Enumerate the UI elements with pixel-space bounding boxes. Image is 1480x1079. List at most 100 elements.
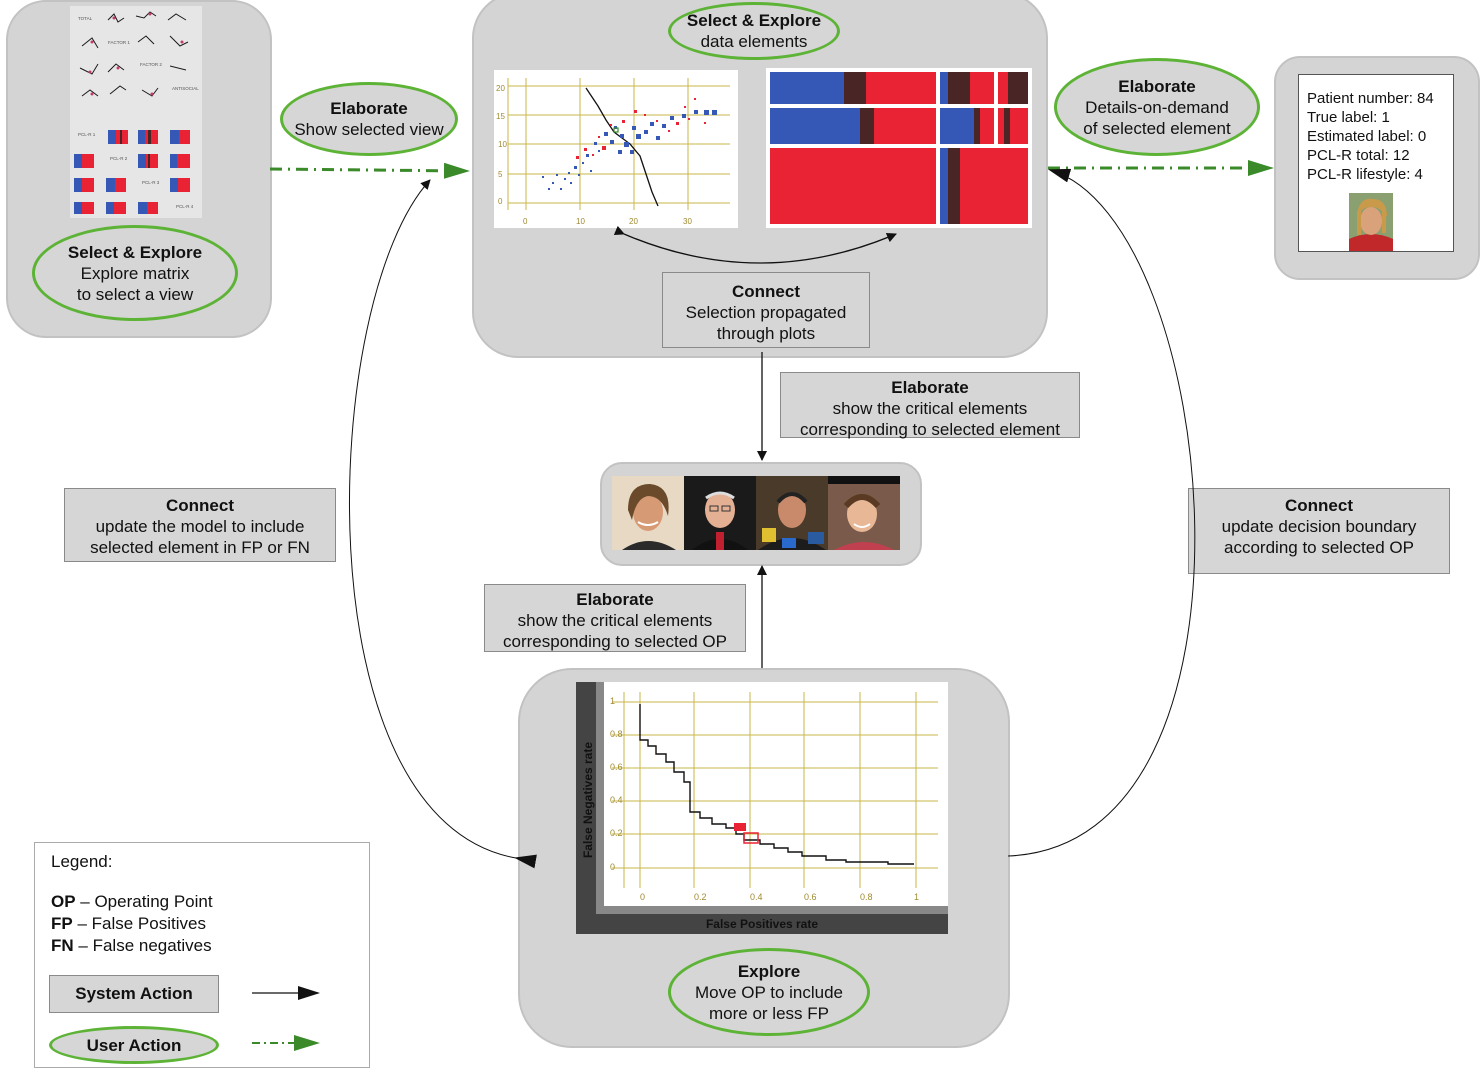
details-title: Elaborate	[1118, 76, 1196, 96]
explore-matrix-action[interactable]: Select & Explore Explore matrix to selec…	[32, 225, 238, 321]
legend-fn-key: FN	[51, 936, 74, 955]
critical-op-box: Elaborate show the critical elements cor…	[484, 584, 746, 652]
legend-user-action: User Action	[49, 1026, 219, 1064]
details-on-demand-action[interactable]: Elaborate Details-on-demand of selected …	[1054, 58, 1260, 156]
update-model-title: Connect	[166, 496, 234, 515]
critical-op-title: Elaborate	[576, 590, 654, 609]
legend-fp-key: FP	[51, 914, 73, 933]
mosaic-plot[interactable]	[766, 68, 1032, 228]
show-view-line1: Show selected view	[294, 120, 444, 139]
critical-op-line1: show the critical elements	[517, 611, 713, 630]
faces-svg	[612, 476, 900, 550]
roc-ytick-0: 1	[610, 696, 615, 706]
data-elements-line1: data elements	[700, 32, 808, 51]
propagated-line1: Selection propagated	[685, 303, 847, 322]
face-3[interactable]	[756, 476, 828, 550]
face-1[interactable]	[612, 476, 684, 550]
decision-boundary-line2: according to selected OP	[1224, 538, 1414, 557]
scatter-ytick-2: 10	[498, 140, 507, 149]
legend-fp-text: – False Positives	[72, 914, 206, 933]
critical-element-line2: corresponding to selected element	[800, 420, 1060, 439]
scatter-xtick-3: 30	[683, 217, 692, 226]
critical-faces[interactable]	[612, 476, 900, 550]
matrix-label-pcl1: PCL-R 1	[78, 132, 96, 137]
update-model-line1: update the model to include	[95, 517, 305, 536]
selection-propagated-box: Connect Selection propagated through plo…	[662, 272, 870, 348]
roc-xtick-3: 0.6	[804, 892, 817, 902]
roc-ytick-2: 0.6	[610, 762, 623, 772]
roc-xtick-2: 0.4	[750, 892, 763, 902]
patient-pclr-total: PCL-R total: 12	[1307, 147, 1410, 164]
scatter-selected-point[interactable]	[613, 127, 619, 133]
update-model-box: Connect update the model to include sele…	[64, 488, 336, 562]
decision-boundary-box: Connect update decision boundary accordi…	[1188, 488, 1450, 574]
matrix-label-total: TOTAL	[78, 16, 93, 21]
details-line1: Details-on-demand	[1085, 97, 1229, 117]
show-view-action[interactable]: Elaborate Show selected view	[280, 82, 458, 156]
explore-matrix-image[interactable]: TOTAL FACTOR 1 FACTOR 2 ANTISOCIAL PCL-R…	[70, 6, 202, 218]
patient-true-label: True label: 1	[1307, 109, 1390, 126]
update-model-line2: selected element in FP or FN	[90, 538, 310, 557]
explore-matrix-line1: Explore matrix	[80, 263, 190, 283]
mosaic-svg	[766, 68, 1032, 228]
patient-number: Patient number: 84	[1307, 90, 1434, 107]
face-4[interactable]	[828, 476, 900, 550]
propagated-line2: through plots	[716, 324, 816, 343]
matrix-label-factor2: FACTOR 2	[140, 62, 162, 67]
legend: Legend: OP – Operating Point FP – False …	[34, 842, 370, 1068]
data-elements-action[interactable]: Select & Explore data elements	[668, 2, 840, 60]
roc-chart[interactable]: 1 0.8 0.6 0.4 0.2 0 0 0.2 0.4 0.6 0.8 1 …	[576, 682, 948, 934]
roc-ytick-1: 0.8	[610, 729, 623, 739]
critical-element-title: Elaborate	[891, 378, 969, 397]
roc-xtick-0: 0	[640, 892, 645, 902]
scatter-ytick-1: 15	[496, 112, 505, 121]
operating-point-range[interactable]	[743, 832, 759, 844]
roc-ytick-4: 0.2	[610, 828, 623, 838]
legend-op: OP – Operating Point	[51, 891, 213, 913]
details-line2: of selected element	[1083, 118, 1231, 138]
roc-xlabel: False Positives rate	[706, 917, 818, 931]
explore-op-action[interactable]: Explore Move OP to include more or less …	[668, 948, 870, 1036]
legend-op-key: OP	[51, 892, 76, 911]
scatter-svg: 20 15 10 5 0 0 10 20 30	[496, 78, 730, 226]
patient-card: Patient number: 84 True label: 1 Estimat…	[1298, 74, 1454, 252]
operating-point-marker[interactable]	[734, 823, 746, 831]
matrix-label-antisocial: ANTISOCIAL	[172, 86, 199, 91]
legend-fp: FP – False Positives	[51, 913, 206, 935]
scatter-ytick-3: 5	[498, 170, 503, 179]
matrix-grid: TOTAL FACTOR 1 FACTOR 2 ANTISOCIAL PCL-R…	[74, 11, 199, 214]
scatter-xtick-1: 10	[576, 217, 585, 226]
decision-boundary-line1: update decision boundary	[1221, 517, 1417, 536]
propagated-title: Connect	[732, 282, 800, 301]
matrix-label-pcl4: PCL-R 4	[176, 204, 194, 209]
scatter-plot[interactable]: 20 15 10 5 0 0 10 20 30	[494, 70, 738, 228]
roc-ytick-3: 0.4	[610, 795, 623, 805]
legend-title: Legend:	[51, 852, 113, 871]
legend-op-text: – Operating Point	[75, 892, 213, 911]
critical-element-line1: show the critical elements	[832, 399, 1028, 418]
decision-boundary-title: Connect	[1285, 496, 1353, 515]
matrix-label-pcl3: PCL-R 3	[142, 180, 160, 185]
roc-curve	[639, 704, 914, 865]
explore-op-line2: more or less FP	[709, 1003, 829, 1023]
user-arrow-view	[269, 162, 470, 179]
roc-xtick-4: 0.8	[860, 892, 873, 902]
roc-ylabel: False Negatives rate	[581, 742, 595, 858]
patient-photo	[1349, 193, 1393, 251]
roc-ytick-5: 0	[610, 862, 615, 872]
legend-fn: FN – False negatives	[51, 935, 212, 957]
critical-op-line2: corresponding to selected OP	[503, 632, 727, 651]
legend-system-action: System Action	[49, 975, 219, 1013]
explore-op-line1: Move OP to include	[694, 982, 844, 1002]
roc-svg: 1 0.8 0.6 0.4 0.2 0 0 0.2 0.4 0.6 0.8 1 …	[576, 682, 948, 934]
explore-matrix-line2: to select a view	[76, 284, 194, 304]
scatter-red-points	[576, 98, 706, 159]
explore-matrix-title: Select & Explore	[67, 242, 203, 262]
explore-op-title: Explore	[737, 961, 801, 981]
roc-xtick-1: 0.2	[694, 892, 707, 902]
roc-xtick-5: 1	[914, 892, 919, 902]
face-2[interactable]	[684, 476, 756, 550]
critical-element-box: Elaborate show the critical elements cor…	[780, 372, 1080, 439]
scatter-ytick-0: 20	[496, 84, 505, 93]
scatter-ytick-4: 0	[498, 197, 503, 206]
